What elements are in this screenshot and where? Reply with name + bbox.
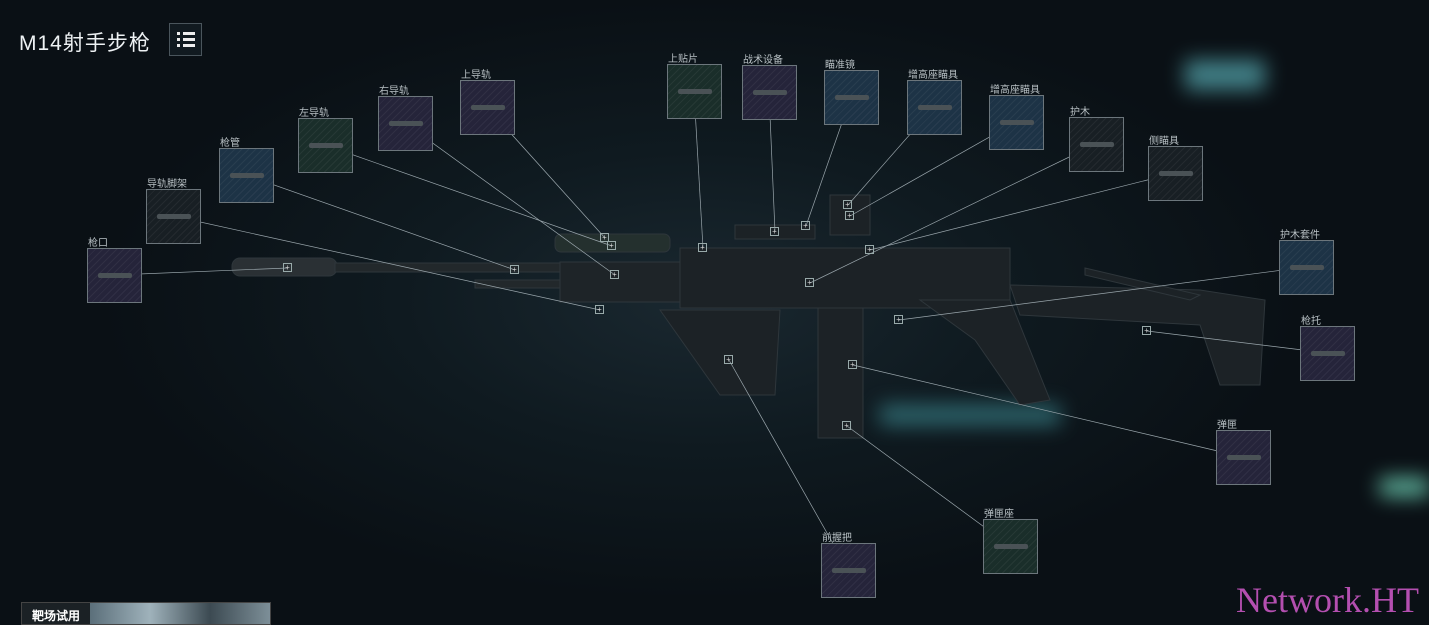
leader-line [324, 144, 613, 247]
slot-label: 护木 [1070, 107, 1090, 118]
attach-point-plus-icon[interactable]: + [805, 278, 814, 287]
attach-point-plus-icon[interactable]: + [845, 211, 854, 220]
slot-label: 上导轨 [461, 70, 491, 81]
attach-point-plus-icon[interactable]: + [724, 355, 733, 364]
leader-line [404, 122, 616, 276]
attachment-slot[interactable]: 侧瞄具 [1148, 136, 1203, 201]
leader-line [245, 174, 516, 271]
leader-line [869, 172, 1176, 251]
attach-point-plus-icon[interactable]: + [894, 315, 903, 324]
attachment-thumbnail [471, 105, 505, 110]
attach-point-plus-icon[interactable]: + [600, 233, 609, 242]
shooting-range-label: 靶场试用 [22, 603, 91, 624]
attach-point-plus-icon[interactable]: + [865, 245, 874, 254]
attach-point-plus-icon[interactable]: + [510, 265, 519, 274]
attachment-slot[interactable]: 前握把 [821, 533, 876, 598]
leader-line [809, 143, 1097, 284]
attachment-slot[interactable]: 上贴片 [667, 54, 722, 119]
slot-label: 护木套件 [1280, 230, 1320, 241]
leader-line [728, 359, 849, 571]
slot-label: 增高座瞄具 [990, 85, 1040, 96]
attach-point-plus-icon[interactable]: + [607, 241, 616, 250]
attach-point-plus-icon[interactable]: + [1142, 326, 1151, 335]
attachment-thumbnail [1000, 120, 1034, 125]
rifle-silhouette [231, 194, 1266, 439]
attachment-thumbnail [98, 273, 132, 278]
attachment-thumbnail [1227, 455, 1261, 460]
slot-label: 上贴片 [668, 54, 698, 65]
shooting-range-button[interactable]: 靶场试用 [21, 602, 271, 625]
attachment-slot[interactable]: 战术设备 [742, 55, 797, 120]
attachment-slot[interactable]: 瞄准镜 [824, 60, 879, 125]
attachment-slot[interactable]: 弹匣座 [983, 509, 1038, 574]
slot-label: 枪管 [220, 138, 240, 149]
leader-line [852, 364, 1244, 458]
attachment-slot[interactable]: 右导轨 [378, 86, 433, 151]
attach-point-plus-icon[interactable]: + [283, 263, 292, 272]
leader-line [113, 267, 289, 276]
attachment-thumbnail [678, 89, 712, 94]
attachment-slot[interactable]: 增高座瞄具 [907, 70, 962, 135]
slot-label: 左导轨 [299, 108, 329, 119]
attachment-slot[interactable]: 护木 [1069, 107, 1124, 172]
attachment-slot[interactable]: 左导轨 [298, 108, 353, 173]
attachment-thumbnail [1311, 351, 1345, 356]
attachment-thumbnail [309, 143, 343, 148]
slot-label: 侧瞄具 [1149, 136, 1179, 147]
weapon-title: M14射手步枪 [19, 32, 151, 55]
attachment-slot[interactable]: 导轨脚架 [146, 179, 201, 244]
attach-point-plus-icon[interactable]: + [770, 227, 779, 236]
slot-label: 枪口 [88, 238, 108, 249]
slot-label: 枪托 [1301, 316, 1321, 327]
watermark: Network.HT [1236, 580, 1419, 620]
attachment-thumbnail [753, 90, 787, 95]
attachment-thumbnail [918, 105, 952, 110]
attachment-slot[interactable]: 增高座瞄具 [989, 85, 1044, 150]
attachment-thumbnail [389, 121, 423, 126]
slot-label: 瞄准镜 [825, 60, 855, 71]
leader-line [846, 425, 1011, 547]
attach-point-plus-icon[interactable]: + [848, 360, 857, 369]
attachment-thumbnail [230, 173, 264, 178]
slot-label: 弹匣 [1217, 420, 1237, 431]
slot-label: 前握把 [822, 533, 852, 544]
attach-point-plus-icon[interactable]: + [595, 305, 604, 314]
attach-point-plus-icon[interactable]: + [610, 270, 619, 279]
leader-line [898, 266, 1307, 321]
attachment-thumbnail [835, 95, 869, 100]
slot-label: 右导轨 [379, 86, 409, 97]
leader-line [1146, 330, 1328, 354]
attachment-slot[interactable]: 枪托 [1300, 316, 1355, 381]
list-icon [176, 32, 195, 35]
shooting-range-preview [90, 603, 270, 624]
slot-label: 导轨脚架 [147, 179, 187, 190]
attachment-slot[interactable]: 弹匣 [1216, 420, 1271, 485]
attachment-slot[interactable]: 枪口 [87, 238, 142, 303]
attachment-thumbnail [157, 214, 191, 219]
attachment-thumbnail [832, 568, 866, 573]
attach-point-plus-icon[interactable]: + [698, 243, 707, 252]
attachment-thumbnail [1159, 171, 1193, 176]
attach-point-plus-icon[interactable]: + [843, 200, 852, 209]
slot-label: 战术设备 [743, 55, 783, 66]
attachment-slot[interactable]: 护木套件 [1279, 230, 1334, 295]
attachment-slot[interactable]: 上导轨 [460, 70, 515, 135]
list-menu-button[interactable] [169, 23, 202, 56]
attach-point-plus-icon[interactable]: + [801, 221, 810, 230]
attach-point-plus-icon[interactable]: + [842, 421, 851, 430]
attachment-slot[interactable]: 枪管 [219, 138, 274, 203]
leader-line [172, 215, 601, 311]
attachment-thumbnail [1080, 142, 1114, 147]
attachment-thumbnail [1290, 265, 1324, 270]
attachment-thumbnail [994, 544, 1028, 549]
slot-label: 弹匣座 [984, 509, 1014, 520]
leader-line [849, 121, 1017, 217]
slot-label: 增高座瞄具 [908, 70, 958, 81]
